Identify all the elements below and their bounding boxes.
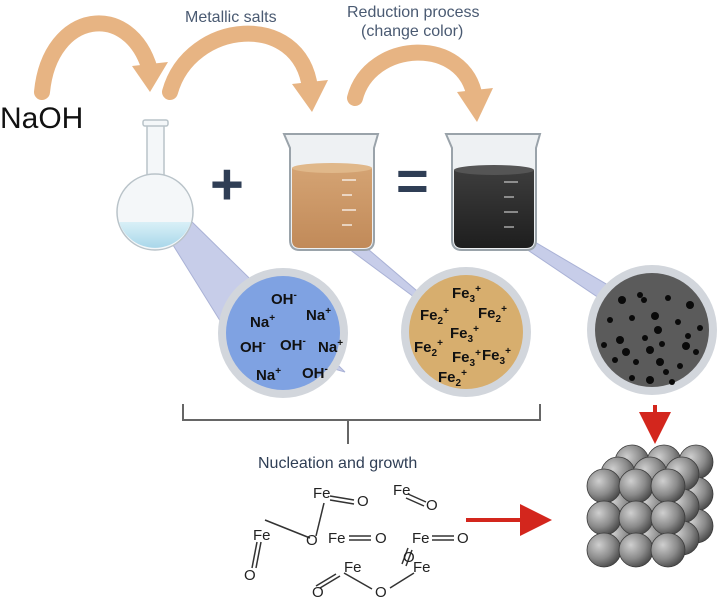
iron-ions-circle: Fe3+ Fe2+ Fe2+ Fe3+ Fe2+ Fe3+ Fe3+ Fe2+ <box>401 267 531 397</box>
naoh-label: NaOH <box>0 102 83 135</box>
atom-label: Fe <box>412 530 430 547</box>
nanoparticle-dot <box>618 296 626 304</box>
nanoparticle-dot <box>637 292 643 298</box>
nanoparticle-dot <box>633 359 639 365</box>
nanoparticle-dot <box>677 363 683 369</box>
tan-beaker <box>282 133 380 251</box>
nanoparticle-dot <box>656 358 664 366</box>
nanoparticle-dot <box>663 369 669 375</box>
ion-label: Fe3+ <box>450 324 479 345</box>
nanoparticle-dot <box>646 376 654 384</box>
nanoparticle-dot <box>629 315 635 321</box>
equals-sign: = <box>396 149 429 212</box>
arrow-reduction <box>347 44 483 106</box>
sphere-atom <box>586 468 622 504</box>
nanoparticle-dot <box>612 357 618 363</box>
atom-label: O <box>306 532 318 549</box>
nanoparticle-dot <box>654 326 662 334</box>
atom-label: Fe <box>344 559 362 576</box>
nanoparticle-dot <box>622 348 630 356</box>
ion-label: Na+ <box>256 366 281 384</box>
nanoparticle-dot <box>646 346 654 354</box>
arrow-head-1 <box>132 62 168 92</box>
sphere-atom <box>650 468 686 504</box>
ion-label: Fe3+ <box>482 346 511 367</box>
atom-label: O <box>457 530 469 547</box>
arrow-head-2 <box>292 80 328 112</box>
ion-label: Fe3+ <box>452 348 481 369</box>
nanoparticle-dot <box>641 297 647 303</box>
ion-label: Fe2+ <box>478 304 507 325</box>
nanoparticle-dot <box>697 325 703 331</box>
nanoparticle-dot <box>693 349 699 355</box>
atom-label: O <box>403 549 415 566</box>
nanoparticle-dot <box>616 336 624 344</box>
nanoparticle-dot <box>601 342 607 348</box>
arrow-salts-to-beaker <box>162 25 318 100</box>
metallic-salts-label: Metallic salts <box>185 9 277 26</box>
atom-label: O <box>357 493 369 510</box>
ion-label: OH- <box>240 338 266 356</box>
nanoparticle-dot <box>665 295 671 301</box>
atom-label: Fe <box>328 530 346 547</box>
nanoparticle-dot <box>642 335 648 341</box>
atom-label: Fe <box>413 559 431 576</box>
process-arrows <box>34 15 493 122</box>
arrow-head-3 <box>457 88 493 122</box>
atom-label: O <box>375 584 387 600</box>
nanoparticle-dot <box>629 375 635 381</box>
nanoparticle-dot <box>669 379 675 385</box>
sphere-atom <box>618 468 654 504</box>
sphere-atom <box>586 532 622 568</box>
nanoparticles-circle <box>587 265 717 395</box>
sphere-atom <box>650 500 686 536</box>
nucleation-label: Nucleation and growth <box>258 455 417 472</box>
atom-label: O <box>244 567 256 584</box>
nanoparticle-dots <box>601 292 703 385</box>
ion-label: OH- <box>271 290 297 308</box>
atom-label: Fe <box>393 482 411 499</box>
reduction-label-line1: Reduction process <box>347 4 480 21</box>
ion-label: Fe2+ <box>414 338 443 359</box>
bracket <box>182 404 541 444</box>
dark-beaker <box>444 133 542 251</box>
nanoparticle-dot <box>675 319 681 325</box>
sphere-atom <box>586 500 622 536</box>
nanoparticle-dot <box>607 317 613 323</box>
sphere-atom <box>618 500 654 536</box>
atom-label: O <box>426 497 438 514</box>
sphere-atom <box>618 532 654 568</box>
ion-label: Fe3+ <box>452 284 481 305</box>
nanoparticle-dot <box>682 342 690 350</box>
ion-label: Na+ <box>306 306 331 324</box>
plus-sign: + <box>210 152 244 217</box>
molecule-labels: Fe O Fe O Fe O Fe O Fe O O Fe O Fe O O <box>244 482 469 600</box>
round-flask <box>116 119 194 251</box>
atom-label: O <box>375 530 387 547</box>
atom-label: Fe <box>313 485 331 502</box>
ion-label: OH- <box>280 336 306 354</box>
ion-label: Na+ <box>318 338 343 356</box>
ion-label: Na+ <box>250 313 275 331</box>
nanoparticle-cluster <box>586 444 714 568</box>
atom-label: O <box>312 584 324 600</box>
arrow-naoh-to-flask <box>34 15 158 100</box>
ion-label: Fe2+ <box>438 368 467 389</box>
ion-label: Fe2+ <box>420 306 449 327</box>
nanoparticle-dot <box>686 301 694 309</box>
nanoparticle-dot <box>651 312 659 320</box>
ion-label: OH- <box>302 364 328 382</box>
sphere-atom <box>650 532 686 568</box>
nanoparticle-dot <box>685 333 691 339</box>
atom-label: Fe <box>253 527 271 544</box>
nanoparticle-dot <box>659 341 665 347</box>
fe-o-molecules <box>251 493 454 590</box>
naoh-ions-circle: OH- Na+ Na+ OH- OH- Na+ Na+ OH- <box>218 268 348 398</box>
reduction-label-line2: (change color) <box>361 23 463 40</box>
